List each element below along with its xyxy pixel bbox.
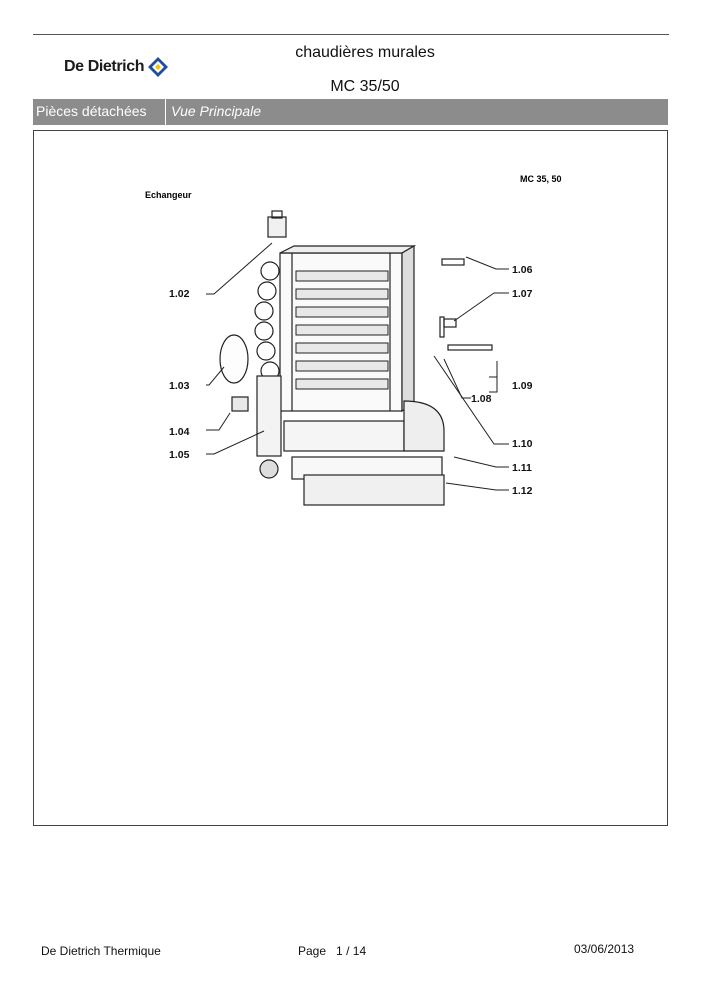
page-total: 14 [352,944,367,958]
page-separator: / [346,944,350,958]
brand-logo: De Dietrich [64,56,169,78]
brand-name: De Dietrich [64,58,145,75]
callout-1-02: 1.02 [169,288,190,300]
exploded-view-drawing: Echangeur MC 35, 50 [145,174,562,506]
footer-date: 03/06/2013 [574,942,635,956]
document-title: chaudières murales [295,44,435,61]
page-current: 1 [336,944,343,958]
header-rule [33,34,669,35]
page-label: Page [298,944,327,958]
callout-1-04: 1.04 [169,426,190,438]
footer-page: Page 1 / 14 [298,944,366,958]
tab-spare-parts[interactable]: Pièces détachées [33,99,166,125]
callout-1-06: 1.06 [512,264,533,276]
leader-lines [206,242,509,491]
heat-exchanger [219,210,493,506]
callout-1-11: 1.11 [512,462,532,474]
callout-1-07: 1.07 [512,288,533,300]
callout-1-12: 1.12 [512,485,533,497]
section-tab-bar: Pièces détachées Vue Principale [33,99,668,125]
callout-1-08: 1.08 [471,393,492,405]
callout-1-09: 1.09 [512,380,533,392]
model-title: MC 35/50 [330,78,400,95]
callout-1-10: 1.10 [512,438,533,450]
diagram-frame: Echangeur MC 35, 50 [33,130,668,826]
drawing-model: MC 35, 50 [520,174,562,184]
drawing-heading: Echangeur [145,190,192,200]
footer-company: De Dietrich Thermique [41,944,161,958]
callout-1-05: 1.05 [169,449,190,461]
tab-main-view[interactable]: Vue Principale [171,103,262,119]
callout-1-03: 1.03 [169,380,190,392]
diamond-logo-icon [148,57,169,77]
